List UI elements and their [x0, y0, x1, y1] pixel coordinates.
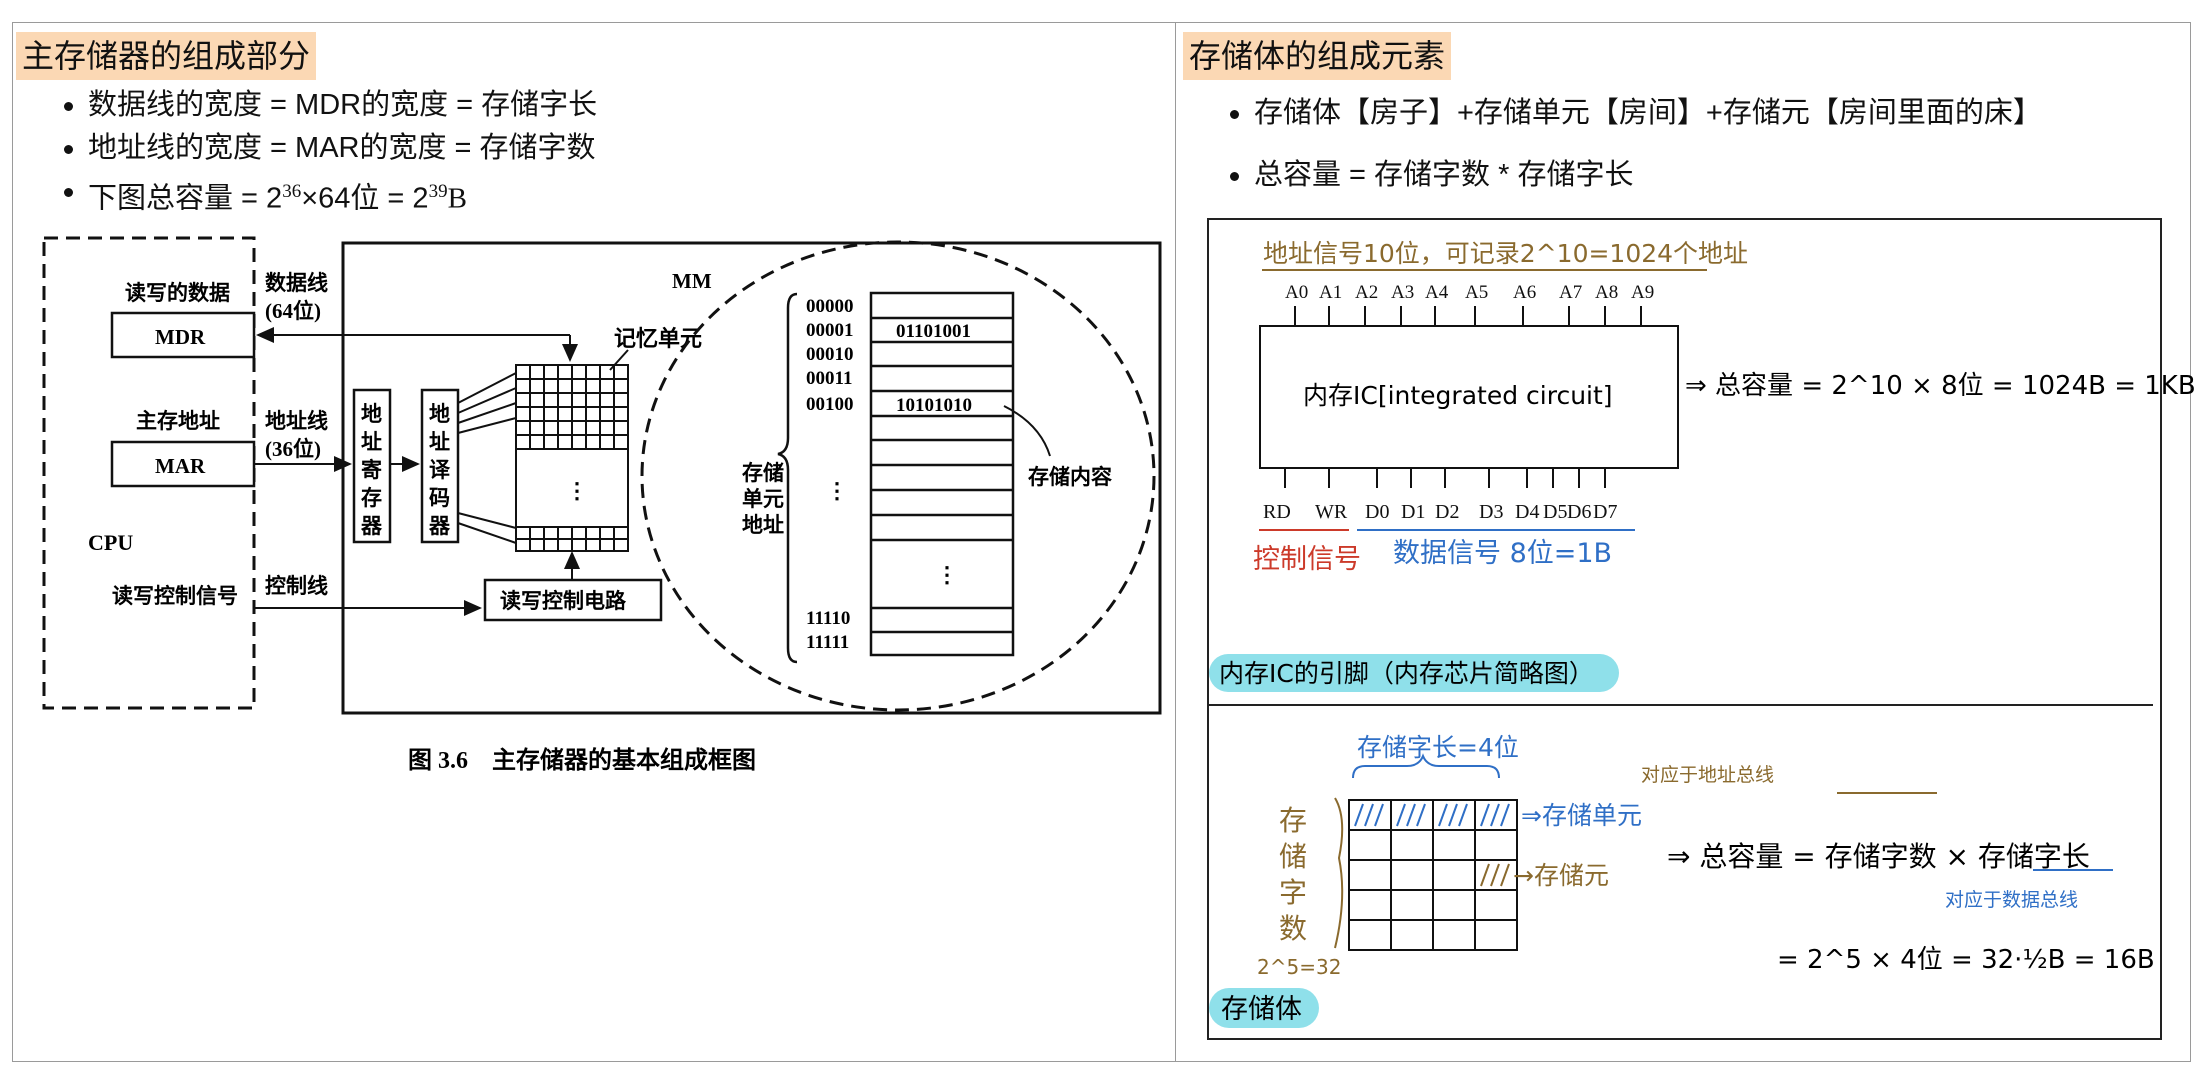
address-00010: 00010: [806, 344, 854, 365]
chip-label: 内存IC[integrated circuit]: [1303, 381, 1613, 410]
column-divider: [1175, 22, 1176, 1062]
mdr-register: MDR: [155, 325, 206, 349]
address-11110: 11110: [806, 608, 850, 629]
pin-a7: A7: [1559, 282, 1582, 303]
pin-a4: A4: [1425, 282, 1449, 303]
pin-d1: D1: [1401, 501, 1425, 523]
data-signal-label: 数据信号 8位=1B: [1393, 538, 1612, 569]
addr-line-width: (36位): [265, 437, 321, 461]
pin-a0: A0: [1285, 282, 1308, 303]
storage-unit-arrow: ⇒存储单元: [1521, 801, 1642, 830]
rw-control-signal: 读写控制信号: [112, 584, 238, 608]
pin-a1: A1: [1319, 282, 1342, 303]
addr-reg-char-5: 器: [360, 514, 383, 538]
pin-d4: D4: [1515, 501, 1539, 523]
ctrl-line-label: 控制线: [265, 574, 328, 598]
addr-dec-char-1: 地: [429, 402, 450, 426]
address-bus-note: 对应于地址总线: [1641, 764, 1774, 786]
pin-a9: A9: [1631, 282, 1654, 303]
address-00011: 00011: [806, 368, 852, 389]
word-count-char-1: 存: [1279, 805, 1307, 837]
storage-element-arrow: →存储元: [1513, 861, 1609, 890]
bullet-address-line-width: 地址线的宽度 = MAR的宽度 = 存储字数: [54, 127, 597, 170]
word-length-label: 存储字长=4位: [1357, 733, 1519, 762]
address-00000: 00000: [806, 296, 854, 317]
control-signal-label: 控制信号: [1253, 544, 1361, 575]
mar-caption: 主存地址: [136, 409, 220, 433]
data-bus-note: 对应于数据总线: [1945, 889, 2078, 911]
pin-d5: D5: [1543, 501, 1567, 523]
capacity-formula: ⇒ 总容量 = 2^10 × 8位 = 1024B = 1KB: [1685, 371, 2196, 401]
addr-dec-char-2: 址: [429, 430, 450, 454]
pin-a6: A6: [1513, 282, 1536, 303]
cell-address-label-2: 单元: [742, 487, 784, 511]
address-ellipsis: ⋮: [826, 478, 848, 503]
memory-cell-label: 记忆单元: [614, 326, 702, 351]
word-count-char-2: 储: [1279, 841, 1307, 873]
mar-register: MAR: [155, 454, 206, 478]
right-section-header: 存储体的组成元素: [1183, 32, 1452, 80]
content-row-00100: 10101010: [896, 395, 972, 416]
addr-dec-char-4: 码: [429, 486, 450, 510]
pin-wr: WR: [1315, 501, 1348, 523]
content-row-00001: 01101001: [896, 321, 971, 342]
addr-dec-char-3: 译: [429, 458, 451, 482]
cell-address-label-1: 存储: [742, 461, 784, 485]
left-section-header: 主存储器的组成部分: [16, 32, 317, 80]
pin-a3: A3: [1391, 282, 1414, 303]
capacity-exponent-36: 36: [282, 181, 302, 202]
data-line-label: 数据线: [265, 271, 328, 295]
pin-a2: A2: [1355, 282, 1378, 303]
addr-reg-char-3: 寄: [361, 458, 382, 482]
capacity-suffix: B: [447, 182, 467, 215]
pin-d7: D7: [1593, 501, 1617, 523]
storage-content-label: 存储内容: [1028, 465, 1112, 489]
storage-body-highlight: 存储体: [1221, 994, 1302, 1025]
address-11111: 11111: [806, 632, 849, 653]
bullet-total-capacity-formula: 总容量 = 存储字数 * 存储字长: [1220, 154, 2042, 197]
right-bullet-list: 存储体【房子】+存储单元【房间】+存储元【房间里面的床】 总容量 = 存储字数 …: [1220, 92, 2042, 197]
addr-reg-char-2: 址: [361, 430, 382, 454]
main-memory-block-diagram: CPU 读写的数据 MDR 主存地址 MAR 读写控制信号 MM 数据线 (64…: [42, 236, 1162, 774]
capacity-mid: ×64位 = 2: [301, 182, 429, 215]
data-line-width: (64位): [265, 299, 321, 323]
cpu-label: CPU: [88, 530, 133, 555]
addr-line-label: 地址线: [265, 409, 328, 433]
pin-d2: D2: [1435, 501, 1459, 523]
bullet-storage-composition: 存储体【房子】+存储单元【房间】+存储元【房间里面的床】: [1220, 92, 2042, 154]
array-ellipsis: ⋮: [566, 478, 588, 503]
pin-d3: D3: [1479, 501, 1503, 523]
figure-caption: 图 3.6 主存储器的基本组成框图: [408, 746, 756, 774]
address-signal-note: 地址信号10位，可记录2^10=1024个地址: [1263, 239, 1748, 268]
mdr-caption: 读写的数据: [125, 281, 230, 305]
capacity-exponent-39: 39: [428, 181, 448, 202]
pin-a5: A5: [1465, 282, 1488, 303]
bullet-total-capacity: 下图总容量 = 236×64位 = 239B: [54, 170, 597, 215]
pin-d6: D6: [1567, 501, 1591, 523]
capacity-calculation: = 2^5 × 4位 = 32·½B = 16B: [1777, 945, 2155, 975]
rw-control-circuit: 读写控制电路: [500, 589, 627, 613]
addr-reg-char-4: 存: [361, 486, 382, 510]
word-count-char-3: 字: [1279, 877, 1307, 909]
address-00001: 00001: [806, 320, 854, 341]
pin-d0: D0: [1365, 501, 1389, 523]
address-00100: 00100: [806, 394, 854, 415]
word-count-value: 2^5=32: [1257, 955, 1341, 979]
page-frame: [12, 22, 2191, 1062]
word-count-char-4: 数: [1279, 913, 1307, 945]
total-capacity-handwritten: ⇒ 总容量 = 存储字数 × 存储字长: [1667, 840, 2090, 873]
addr-dec-char-5: 器: [428, 514, 451, 538]
bullet-data-line-width: 数据线的宽度 = MDR的宽度 = 存储字长: [54, 84, 597, 127]
addr-reg-char-1: 地: [361, 402, 382, 426]
chip-pins-highlight: 内存IC的引脚（内存芯片简略图）: [1219, 659, 1594, 688]
pin-rd: RD: [1263, 501, 1291, 523]
capacity-prefix: 下图总容量 = 2: [88, 182, 283, 215]
left-bullet-list: 数据线的宽度 = MDR的宽度 = 存储字长 地址线的宽度 = MAR的宽度 =…: [54, 84, 597, 215]
cell-address-label-3: 地址: [742, 513, 784, 537]
mm-label: MM: [672, 269, 712, 293]
handwritten-note-chip-pins: 地址信号10位，可记录2^10=1024个地址 A0 A1 A2 A3 A4 A…: [1207, 218, 2196, 1040]
storage-ellipsis: ⋮: [936, 562, 958, 587]
pin-a8: A8: [1595, 282, 1618, 303]
